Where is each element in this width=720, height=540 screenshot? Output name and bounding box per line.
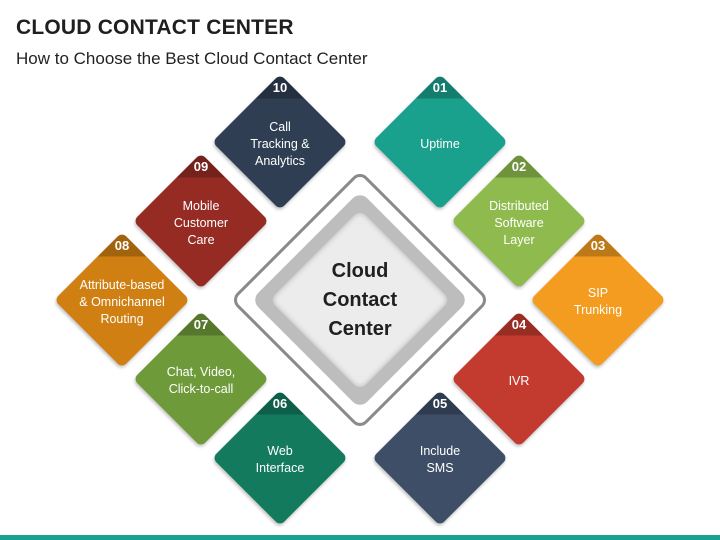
item-10: 10 Call Tracking & Analytics — [210, 72, 350, 212]
item-02-label: Distributed Software Layer — [489, 198, 549, 247]
item-09: 09 Mobile Customer Care — [131, 151, 271, 291]
item-08-number: 08 — [114, 238, 130, 253]
item-10-label: Call Tracking & Analytics — [250, 119, 310, 168]
item-02: 02 Distributed Software Layer — [449, 151, 589, 291]
item-06-number: 06 — [272, 396, 288, 411]
item-03-number: 03 — [590, 238, 606, 253]
item-05: 05 Include SMS — [370, 388, 510, 528]
item-09-label: Mobile Customer Care — [173, 198, 229, 247]
item-02-number: 02 — [511, 159, 527, 174]
item-04: 04 IVR — [449, 309, 589, 449]
center-label: Cloud Contact Center — [322, 259, 398, 340]
item-08: 08 Attribute-based & Omnichannel Routing — [52, 230, 192, 370]
item-04-number: 04 — [511, 317, 527, 332]
item-07: 07 Chat, Video, Click-to-call — [131, 309, 271, 449]
item-06-label: Web Interface — [255, 444, 305, 475]
item-06: 06 Web Interface — [210, 388, 350, 528]
item-10-number: 10 — [272, 80, 288, 95]
item-03-label: SIP Trunking — [573, 286, 623, 317]
item-08-label: Attribute-based & Omnichannel Routing — [79, 277, 165, 326]
item-07-label: Chat, Video, Click-to-call — [166, 365, 236, 396]
item-01: 01 Uptime — [370, 72, 510, 212]
item-05-label: Include SMS — [419, 444, 461, 475]
page-title: CLOUD CONTACT CENTER — [16, 16, 294, 39]
item-07-number: 07 — [193, 317, 209, 332]
page-subtitle: How to Choose the Best Cloud Contact Cen… — [16, 49, 368, 68]
item-09-number: 09 — [193, 159, 209, 174]
item-05-number: 05 — [432, 396, 448, 411]
bottom-accent-bar — [0, 535, 720, 540]
item-04-label: IVR — [508, 373, 530, 388]
item-01-label: Uptime — [420, 136, 460, 151]
item-03: 03 SIP Trunking — [528, 230, 668, 370]
center-diamond: Cloud Contact Center — [229, 169, 491, 431]
item-01-number: 01 — [432, 80, 448, 95]
